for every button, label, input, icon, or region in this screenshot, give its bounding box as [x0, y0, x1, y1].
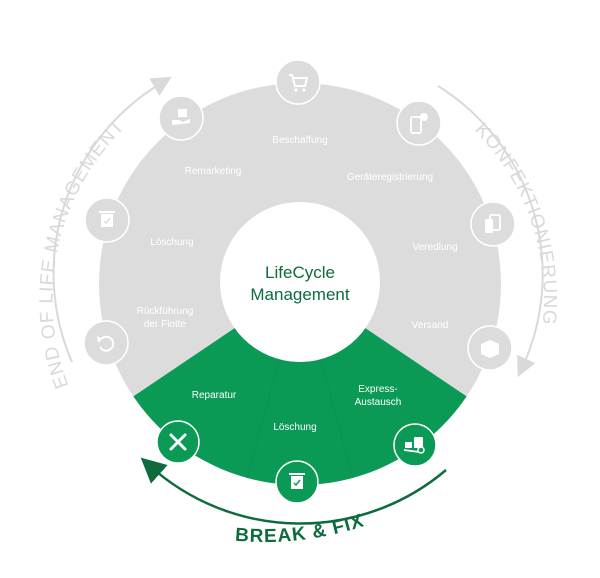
- hand-box-icon: [158, 95, 204, 141]
- truck-icon: [393, 423, 437, 467]
- step-express-line2: Austausch: [355, 397, 402, 408]
- step-geraeteregistrierung: Geräteregistrierung: [347, 172, 433, 183]
- step-versand: Versand: [412, 320, 449, 331]
- trash-check-icon: [275, 460, 319, 504]
- end-of-life-arrow: [52, 76, 172, 363]
- step-express-line1: Express-: [358, 384, 397, 395]
- break-fix-label: BREAK & FIX: [234, 510, 366, 547]
- step-loeschung-gray: Löschung: [150, 237, 193, 248]
- break-fix-sector: [133, 284, 467, 485]
- step-rueckfuehrung-line2: der Flotte: [144, 319, 187, 330]
- devices-icon: [470, 201, 516, 247]
- step-remarketing: Remarketing: [185, 166, 242, 177]
- center-title-line2: Management: [250, 285, 350, 304]
- step-rueckfuehrung-line1: Rückführung: [137, 306, 194, 317]
- cart-icon: [275, 59, 321, 105]
- return-icon: [83, 320, 129, 366]
- center-title-line1: LifeCycle: [265, 263, 335, 282]
- break-fix-text: BREAK & FIX: [234, 510, 365, 547]
- step-veredlung: Veredlung: [412, 242, 457, 253]
- tools-icon: [156, 420, 200, 464]
- break-fix-arrow: [140, 457, 447, 525]
- center-hub: [220, 202, 380, 362]
- trash-check-icon: [84, 197, 130, 243]
- phone-plus-icon: [396, 100, 442, 146]
- step-beschaffung: Beschaffung: [272, 135, 327, 146]
- box-icon: [467, 325, 513, 371]
- step-loeschung-green: Löschung: [273, 422, 316, 433]
- konfektionierung-arrow: [437, 85, 544, 378]
- step-reparatur: Reparatur: [192, 390, 237, 401]
